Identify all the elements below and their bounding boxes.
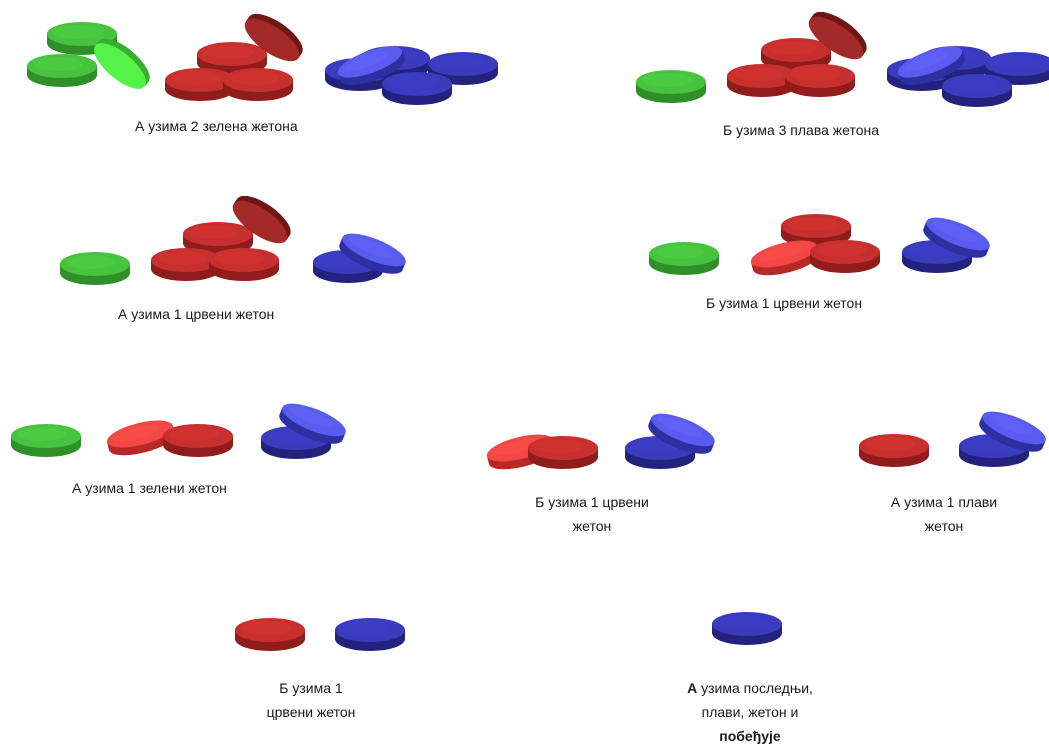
green-token	[60, 252, 130, 285]
blue-token	[335, 618, 405, 651]
step6-caption: Б узима 1 црвени жетон	[512, 490, 672, 538]
blue-token	[942, 74, 1012, 107]
step8-caption-line2: црвени жетон	[246, 700, 376, 724]
red-token	[235, 618, 305, 651]
step5-caption: А узима 1 зелени жетон	[72, 476, 227, 500]
green-token	[11, 424, 81, 457]
red-token	[528, 436, 598, 469]
step7-caption: А узима 1 плави жетон	[864, 490, 1024, 538]
red-token	[810, 240, 880, 273]
step9-caption-line1: узима последњи,	[697, 680, 813, 696]
step8-caption-line1: Б узима 1	[246, 676, 376, 700]
green-token	[27, 54, 97, 87]
step9-caption: А узима последњи, плави, жетон и побеђуј…	[660, 676, 840, 748]
red-token	[223, 68, 293, 101]
green-token	[636, 70, 706, 103]
step6-caption-line1: Б узима 1 црвени	[512, 490, 672, 514]
step8-caption: Б узима 1 црвени жетон	[246, 676, 376, 724]
step4-caption: Б узима 1 црвени жетон	[706, 291, 862, 315]
red-token	[785, 64, 855, 97]
red-token	[163, 424, 233, 457]
step2-caption: Б узима 3 плава жетона	[723, 118, 879, 142]
step6-caption-line2: жетон	[512, 514, 672, 538]
step9-caption-player: А	[687, 680, 697, 696]
step7-caption-line2: жетон	[864, 514, 1024, 538]
red-token	[859, 434, 929, 467]
blue-token	[382, 72, 452, 105]
step7-caption-line1: А узима 1 плави	[864, 490, 1024, 514]
green-token	[649, 242, 719, 275]
blue-token	[712, 612, 782, 645]
step9-caption-winner: побеђује	[719, 728, 780, 744]
step1-caption: А узима 2 зелена жетона	[135, 114, 298, 138]
step3-caption: А узима 1 црвени жетон	[118, 302, 274, 326]
red-token	[209, 248, 279, 281]
step9-caption-line2: плави, жетон и	[660, 700, 840, 724]
